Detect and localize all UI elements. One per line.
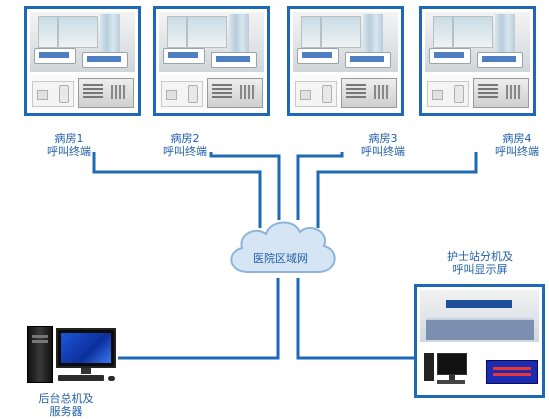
link-server [118, 278, 280, 360]
call-panel-icon [427, 81, 469, 107]
ward-1-terminal: 呼叫终端 [47, 145, 91, 158]
ward-3-name: 病房3 [368, 132, 398, 145]
ward-4-terminal: 呼叫终端 [495, 145, 539, 158]
network-label: 医院区域网 [253, 252, 308, 265]
ward-3-terminal: 呼叫终端 [361, 145, 405, 158]
link-ward3 [296, 152, 344, 220]
ward-room-photo [425, 12, 530, 72]
nurse-station-label: 护士站分机及 呼叫显示屏 [430, 250, 530, 276]
call-terminal-devices [293, 75, 398, 109]
call-host-icon [341, 78, 397, 108]
nurse-station-line1: 护士站分机及 [447, 250, 513, 263]
ward-1-label: 病房1 呼叫终端 [40, 132, 98, 158]
ward-3-label: 病房3 呼叫终端 [354, 132, 412, 158]
link-nurse-station [296, 278, 414, 360]
ward-4-label: 病房4 呼叫终端 [488, 132, 546, 158]
nurse-station-line2: 呼叫显示屏 [452, 263, 508, 276]
call-panel-icon [161, 81, 203, 107]
server-line1: 后台总机及 [38, 392, 94, 405]
call-terminal-devices [159, 75, 264, 109]
ward-room-photo [30, 12, 135, 72]
server-label: 后台总机及 服务器 [26, 392, 106, 418]
nurse-station-panel [414, 284, 545, 398]
call-display-screen-icon [486, 360, 538, 384]
network-cloud [230, 221, 336, 273]
nurse-station-photo [420, 290, 539, 342]
call-host-icon [207, 78, 263, 108]
call-terminal-devices [425, 75, 530, 109]
ward-room-photo [159, 12, 264, 72]
ward-room-photo [293, 12, 398, 72]
server-tower-icon [27, 326, 53, 383]
ward-1-panel [24, 6, 141, 116]
link-ward2 [209, 152, 281, 220]
monitor-icon [56, 328, 116, 368]
server-line2: 服务器 [49, 405, 83, 418]
mouse-icon [108, 376, 115, 381]
link-ward4 [316, 152, 478, 228]
call-host-icon [473, 78, 529, 108]
ward-4-panel [419, 6, 536, 116]
ward-1-name: 病房1 [54, 132, 84, 145]
ward-3-panel [287, 6, 404, 116]
nurse-pc-icon [420, 349, 468, 387]
server-computer-icon [22, 322, 128, 384]
ward-2-name: 病房2 [170, 132, 200, 145]
ward-2-panel [153, 6, 270, 116]
link-ward1 [92, 152, 262, 228]
call-panel-icon [295, 81, 337, 107]
call-host-icon [78, 78, 134, 108]
ward-4-name: 病房4 [502, 132, 532, 145]
ward-2-terminal: 呼叫终端 [163, 145, 207, 158]
keyboard-icon [58, 375, 104, 381]
call-panel-icon [32, 81, 74, 107]
ward-2-label: 病房2 呼叫终端 [156, 132, 214, 158]
call-terminal-devices [30, 75, 135, 109]
